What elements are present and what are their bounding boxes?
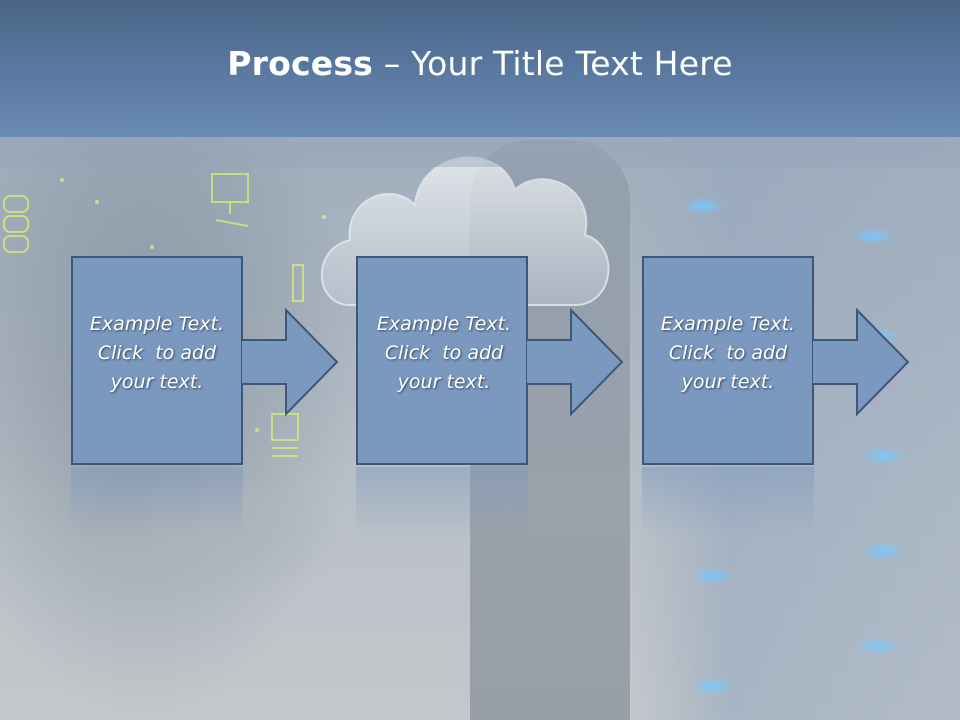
network-dot [60, 178, 64, 182]
server-light [860, 542, 906, 560]
step-reflection [642, 467, 814, 537]
title-bold-text: Process [227, 44, 374, 83]
server-light [855, 637, 901, 655]
server-light [680, 197, 726, 215]
step-reflection [356, 467, 528, 537]
network-dot [255, 428, 259, 432]
step-text-1[interactable]: Example Text. Click to add your text. [71, 258, 243, 467]
title-underlay-strip [0, 137, 960, 167]
step-text-line: Example Text. [660, 313, 796, 335]
title-bar: Process – Your Title Text Here [0, 0, 960, 137]
step-box-1[interactable] [71, 256, 243, 465]
network-dot [322, 215, 326, 219]
step-text-line: Click to add [384, 342, 504, 364]
step-text-2[interactable]: Example Text. Click to add your text. [358, 258, 530, 467]
step-text-line: your text. [110, 371, 204, 393]
server-stack-icon [3, 195, 29, 253]
network-dot [95, 200, 99, 204]
step-text-3[interactable]: Example Text. Click to add your text. [642, 258, 814, 467]
step-text-line: Example Text. [89, 313, 225, 335]
arrow-right-icon [813, 308, 910, 416]
server-light [690, 677, 736, 695]
monitor-icon [271, 413, 299, 457]
open-hand [60, 470, 360, 600]
arrow-right-icon [527, 308, 624, 416]
step-text-line: your text. [397, 371, 491, 393]
device-icon [292, 264, 304, 302]
slide-title[interactable]: Process – Your Title Text Here [227, 44, 733, 83]
server-light [850, 227, 896, 245]
title-rest-text: – Your Title Text Here [373, 44, 733, 83]
step-text-line: Click to add [97, 342, 217, 364]
server-light [860, 447, 906, 465]
step-text-line: Click to add [668, 342, 788, 364]
network-dot [150, 245, 154, 249]
monitor-icon [211, 173, 249, 227]
step-reflection [71, 467, 243, 537]
step-text-line: Example Text. [376, 313, 512, 335]
server-light [690, 567, 736, 585]
step-box-3[interactable] [642, 256, 814, 465]
arrow-right-icon [242, 308, 339, 416]
step-text-line: your text. [681, 371, 775, 393]
step-box-2[interactable] [356, 256, 528, 465]
